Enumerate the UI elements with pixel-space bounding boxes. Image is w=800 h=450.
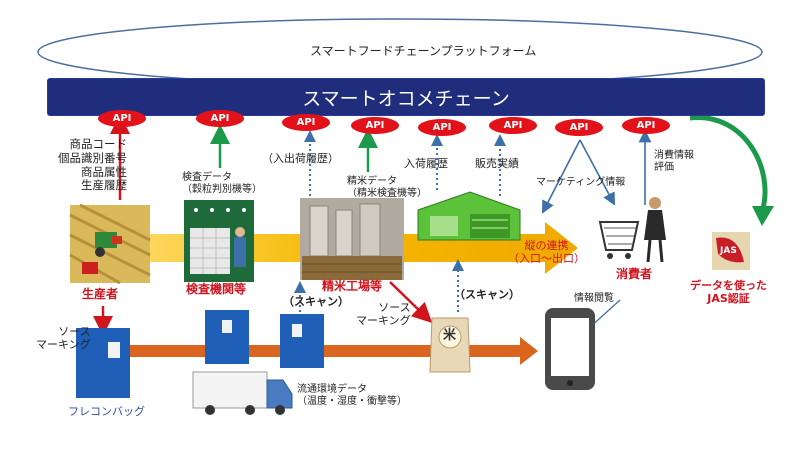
flexible-bag-label: フレコンバッグ (68, 405, 145, 418)
scan-label-1: （スキャン） (283, 295, 349, 308)
marketing-info-label: マーケティング情報 (536, 177, 626, 188)
info-view-label: 情報閲覧 (574, 293, 614, 304)
jas-logo (712, 232, 750, 270)
milling-data-label: 精米データ （精米検査機等） (347, 176, 427, 199)
source-marking-right: ソース マーキング (356, 301, 411, 327)
api-badge-2: API (196, 110, 244, 127)
chain-title: スマートオコメチェーン (302, 87, 510, 110)
producer-label: 生産者 (82, 287, 119, 301)
arrival-history-label: 入荷履歴 (404, 157, 448, 170)
mill-label: 精米工場等 (322, 279, 383, 293)
mill-illustration (300, 198, 404, 280)
consumer-info-label: 消費情報 評価 (654, 150, 694, 173)
jas-cert-label: データを使った JAS認証 (690, 279, 767, 305)
source-marking-left: ソース マーキング (36, 325, 91, 351)
inspection-data-label: 検査データ （穀粒判別機等） (182, 172, 262, 195)
api-badge-6: API (489, 117, 537, 134)
api-badge-5: API (418, 119, 466, 136)
platform-title: スマートフードチェーンプラットフォーム (310, 44, 537, 58)
smart-rice-chain-bar: スマートオコメチェーン (47, 78, 765, 116)
api-badge-3: API (282, 114, 330, 131)
scan-label-2: （スキャン） (454, 288, 520, 301)
producer-data-item: 商品属性 (81, 164, 127, 179)
flexible-bag-1 (76, 328, 130, 398)
inspection-illustration (184, 200, 254, 282)
api-badge-4: API (351, 117, 399, 134)
rice-char: 米 (443, 328, 457, 343)
jas-curve-arrow (689, 115, 768, 213)
jas-logo-text: JAS (720, 246, 737, 256)
producer-data-item: 商品コード (69, 137, 128, 151)
api-badge-7: API (555, 119, 603, 136)
consumer-illustration (598, 197, 666, 263)
producer-data-item: 生産履歴 (81, 178, 127, 193)
producer-data-item: 個品識別番号 (58, 150, 127, 165)
api-badge-1: API (98, 110, 146, 127)
consumer-label: 消費者 (616, 267, 653, 281)
flexible-bag-2 (205, 310, 249, 364)
smartphone-illustration (545, 308, 595, 390)
producer-illustration (69, 203, 151, 285)
logistics-data-label: 流通環境データ （温度・湿度・衝撃等） (297, 384, 407, 407)
producer-data-list: 商品コード 個品識別番号 商品属性 生産履歴 (58, 137, 128, 193)
rice-bag-illustration (429, 317, 471, 373)
sales-record-label: 販売実績 (475, 157, 519, 170)
vertical-link-label: 縦の連携 （入口～出口） (508, 239, 585, 265)
warehouse-illustration (417, 191, 521, 241)
flexible-bag-3 (280, 314, 324, 368)
api-badge-8: API (622, 117, 670, 134)
inspection-org-label: 検査機関等 (186, 282, 247, 296)
shipping-history-label: （入出荷履歴） (262, 152, 339, 165)
truck-illustration (192, 371, 293, 415)
